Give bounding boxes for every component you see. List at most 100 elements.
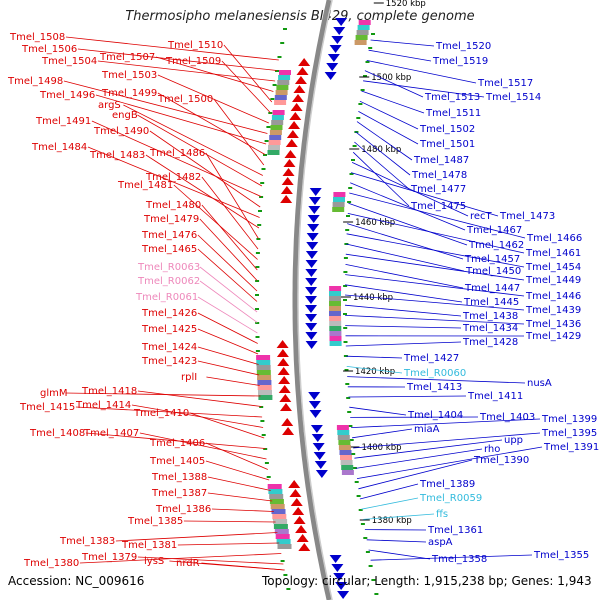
left-leader-line (131, 404, 264, 428)
gene-arrow-forward (298, 58, 311, 66)
gene-arrow-reverse (310, 425, 323, 433)
left-gene-label: Tmel_1424 (141, 342, 197, 353)
right-leader-line (356, 446, 543, 479)
tick-mark-left (255, 266, 260, 268)
right-gene-label: Tmel_1390 (473, 455, 529, 466)
gene-arrow-reverse (305, 287, 318, 295)
left-gene-label: Tmel_1490 (93, 126, 149, 137)
right-leader-line (344, 294, 525, 311)
right-gene-label: recT (470, 211, 493, 222)
gene-arrow-reverse (305, 341, 318, 349)
tick-mark-right (343, 257, 348, 259)
gene-arrow-reverse (331, 36, 344, 44)
left-leader-line (115, 532, 278, 542)
annotation-stripe (329, 336, 342, 341)
right-gene-label: Tmel_1517 (477, 78, 533, 89)
right-leader-line (358, 459, 473, 490)
left-leader-line (177, 542, 280, 546)
annotation-stripe (268, 489, 283, 494)
right-leader-line (345, 274, 525, 297)
right-gene-label: Tmel_1514 (485, 92, 541, 103)
left-gene-label: engB (112, 110, 138, 121)
right-leader-line (347, 223, 464, 260)
left-gene-label: Tmel_1476 (141, 230, 197, 241)
left-gene-label: Tmel_R0061 (135, 292, 198, 303)
right-gene-label: Tmel_1434 (462, 323, 518, 334)
tick-mark-right (346, 215, 350, 217)
tick-mark-left (263, 154, 267, 156)
left-gene-label: Tmel_1407 (83, 428, 139, 439)
tick-mark-right (343, 299, 347, 301)
kbp-label: 1520 kbp (386, 0, 426, 9)
tick-mark-right (343, 355, 348, 357)
annotation-stripe (341, 465, 354, 470)
gene-arrow-forward (276, 340, 289, 348)
tick-mark-right (371, 33, 375, 35)
annotation-stripe (275, 90, 288, 95)
tick-mark-right (343, 285, 348, 287)
right-leader-line (345, 253, 525, 281)
tick-mark-right (351, 453, 356, 455)
right-gene-label: Tmel_1501 (419, 139, 475, 150)
right-gene-label: Tmel_1466 (526, 233, 582, 244)
right-leader-line (349, 406, 407, 416)
left-leader-line (91, 120, 262, 197)
right-gene-label: Tmel_1358 (431, 554, 487, 565)
annotation-stripe (273, 524, 288, 529)
gene-arrow-reverse (326, 63, 339, 71)
left-leader-line (201, 176, 259, 250)
annotation-stripe (269, 494, 284, 499)
tick-mark-left (261, 434, 266, 436)
left-gene-label: rplI (181, 372, 197, 383)
gene-arrow-reverse (315, 470, 328, 478)
annotation-stripe (338, 440, 351, 445)
annotation-stripe (270, 125, 283, 130)
tick-mark-right (365, 551, 370, 553)
tick-mark-right (356, 495, 361, 497)
annotation-stripe (271, 120, 284, 125)
tick-mark-right (352, 467, 357, 469)
tick-mark-right (360, 523, 365, 525)
left-leader-line (223, 44, 273, 103)
annotation-stripe (277, 544, 292, 549)
right-leader-line (346, 233, 525, 268)
left-leader-line (205, 460, 270, 481)
right-leader-line (350, 172, 499, 217)
annotation-stripe (337, 435, 350, 440)
left-gene-label: Tmel_1386 (155, 504, 211, 515)
tick-mark-left (255, 336, 260, 338)
tick-mark-left (286, 588, 291, 590)
tick-mark-left (258, 210, 262, 212)
left-gene-label: Tmel_1423 (141, 356, 197, 367)
right-leader-line (368, 49, 432, 62)
right-gene-label: Tmel_1439 (525, 305, 581, 316)
left-gene-label: Tmel_1410 (133, 408, 189, 419)
annotation-stripe (336, 425, 349, 430)
right-leader-line (351, 418, 541, 428)
left-gene-label: Tmel_1388 (151, 472, 207, 483)
right-leader-line (352, 428, 413, 439)
left-gene-label: Tmel_1465 (141, 244, 197, 255)
right-gene-label: Tmel_1477 (410, 184, 466, 195)
right-leader-line (358, 111, 419, 145)
right-gene-label: Tmel_1391 (543, 442, 599, 453)
tick-mark-right (348, 425, 353, 427)
right-gene-label: miaA (414, 424, 440, 435)
tick-mark-left (283, 28, 287, 30)
annotation-stripe (257, 380, 272, 385)
annotation-stripe (332, 207, 345, 212)
left-leader-line (79, 553, 282, 564)
annotation-stripe (329, 301, 341, 306)
annotation-stripe (337, 430, 350, 435)
right-gene-label: Tmel_1427 (403, 353, 459, 364)
gene-arrow-reverse (306, 233, 319, 241)
tick-mark-left (260, 182, 265, 184)
right-gene-label: ffs (436, 509, 448, 520)
tick-mark-left (257, 224, 262, 226)
left-leader-line (137, 114, 263, 187)
annotation-stripe (278, 75, 291, 80)
annotation-stripe (257, 385, 272, 390)
left-leader-line (213, 98, 265, 166)
